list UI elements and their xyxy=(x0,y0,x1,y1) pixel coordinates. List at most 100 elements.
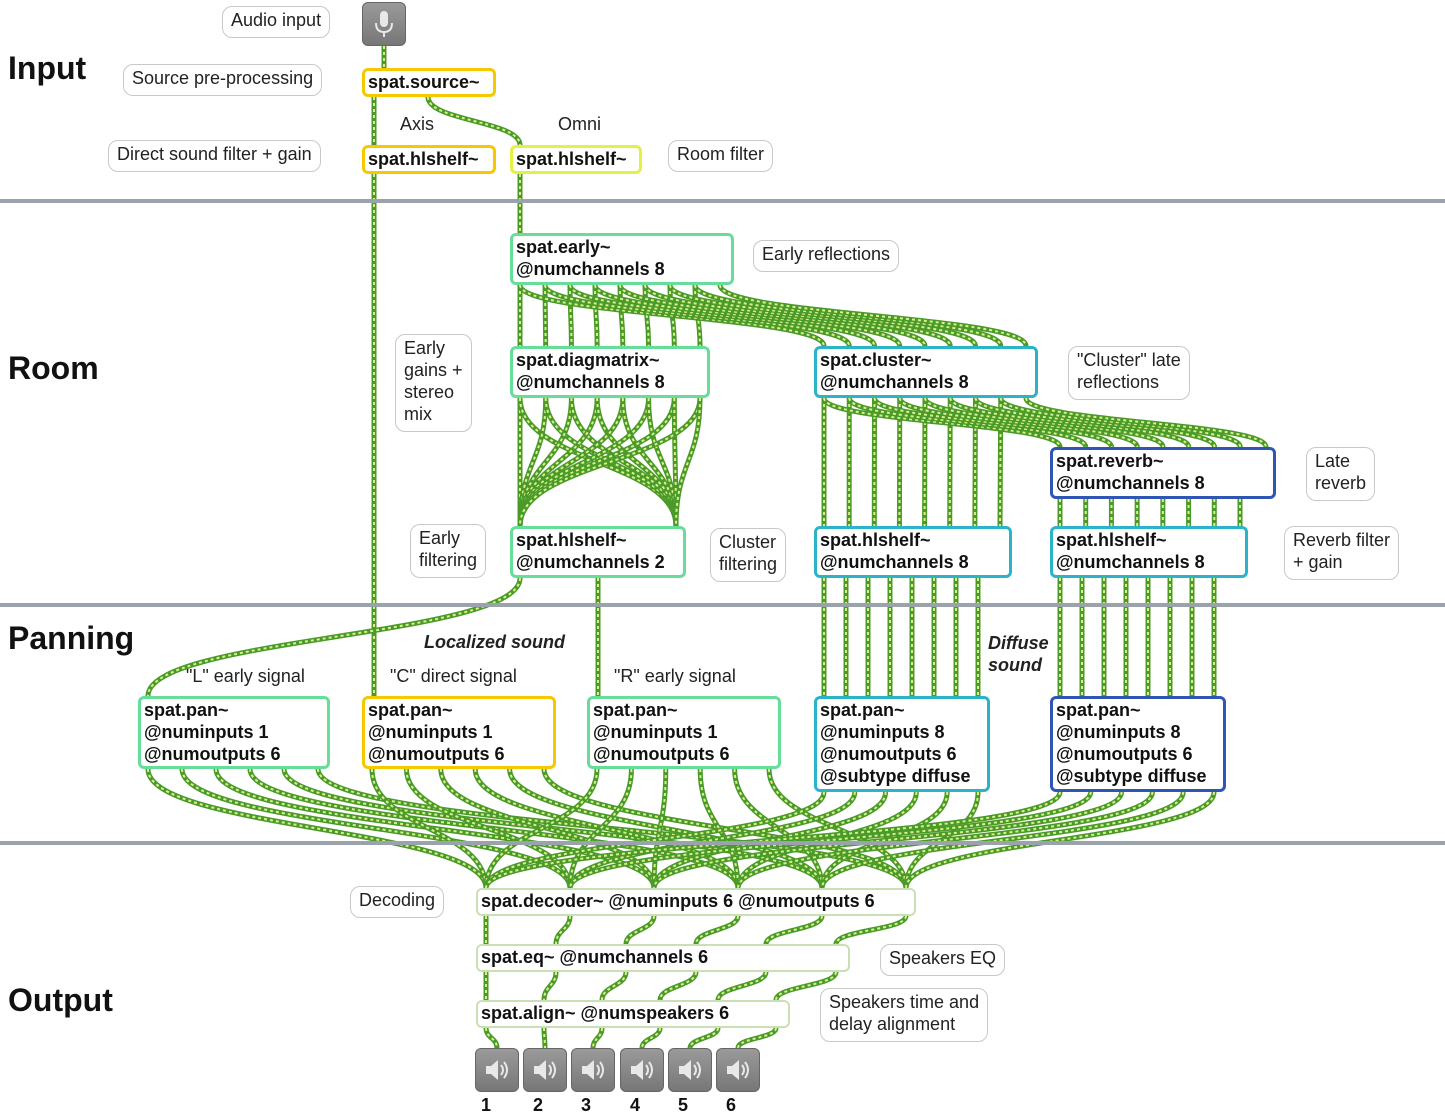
spat-hlshelf-early-object[interactable]: spat.hlshelf~@numchannels 2 xyxy=(510,526,686,578)
patch-cable-pattern xyxy=(519,397,573,527)
audio-input-button[interactable] xyxy=(362,2,406,46)
patch-cable-pattern xyxy=(570,397,677,527)
speaker-number: 4 xyxy=(630,1095,641,1115)
patch-cable xyxy=(651,768,669,889)
patch-cable-pattern xyxy=(999,397,1242,448)
patch-cable xyxy=(599,971,629,1001)
patch-cable xyxy=(947,397,953,527)
patch-cable-pattern xyxy=(543,971,557,1001)
patch-cable xyxy=(542,284,549,347)
patch-cable-pattern xyxy=(519,397,624,527)
spat-early-object[interactable]: spat.early~@numchannels 8 xyxy=(510,233,734,285)
spat-pan-reverb-object[interactable]: spat.pan~@numinputs 8@numoutputs 6@subty… xyxy=(1050,696,1226,792)
patch-cable-pattern xyxy=(653,791,887,889)
patch-cable-pattern xyxy=(695,915,739,945)
spat-pan-r-object[interactable]: spat.pan~@numinputs 1@numoutputs 6 xyxy=(587,696,781,769)
spat-cluster-object[interactable]: spat.cluster~@numchannels 8 xyxy=(814,346,1038,398)
patch-cable xyxy=(667,283,978,348)
spat-reverb-object[interactable]: spat.reverb~@numchannels 8 xyxy=(1050,447,1276,499)
patch-cable-pattern xyxy=(371,768,487,889)
comment-source-preprocessing: Source pre-processing xyxy=(123,64,323,96)
speaker-button-1[interactable] xyxy=(475,1048,519,1092)
patch-cable xyxy=(592,284,600,347)
patch-cable-pattern xyxy=(673,397,677,527)
patch-cable xyxy=(947,396,1192,449)
patch-cable xyxy=(483,768,600,889)
patch-cable xyxy=(651,791,889,889)
patch-cable-pattern xyxy=(592,1027,603,1049)
spat-hlshelf-reverb-object[interactable]: spat.hlshelf~@numchannels 8 xyxy=(1050,526,1248,578)
patch-cable-pattern xyxy=(405,768,571,889)
patch-cable xyxy=(541,1027,548,1049)
speaker-icon xyxy=(727,1060,749,1080)
patch-cable-pattern xyxy=(737,791,1154,889)
patch-cable xyxy=(553,915,573,945)
patch-cable xyxy=(651,791,1125,889)
patch-cable xyxy=(517,283,827,348)
patch-cable xyxy=(543,397,679,527)
spat-pan-l-object[interactable]: spat.pan~@numinputs 1@numoutputs 6 xyxy=(138,696,330,769)
patch-cable-pattern xyxy=(675,397,701,527)
spat-hlshelf-axis-object[interactable]: spat.hlshelf~ xyxy=(362,145,496,174)
patch-cable xyxy=(687,1027,721,1049)
patch-cable xyxy=(1023,396,1269,449)
speaker-button-3[interactable] xyxy=(571,1048,615,1092)
patch-cable-pattern xyxy=(647,397,677,527)
patch-cable-pattern xyxy=(823,397,1061,448)
patch-cable xyxy=(646,397,679,527)
speaker-number: 5 xyxy=(678,1095,689,1115)
patch-cable-pattern xyxy=(924,397,1164,448)
section-title-room: Room xyxy=(8,350,99,386)
patch-cable xyxy=(517,397,574,527)
spat-decoder-object[interactable]: spat.decoder~ @numinputs 6 @numoutputs 6 xyxy=(476,888,916,916)
patch-cable-pattern xyxy=(519,397,599,527)
patch-cable-pattern xyxy=(485,791,825,889)
label-c-direct-signal: "C" direct signal xyxy=(390,666,517,686)
section-separator xyxy=(0,603,1445,607)
spat-hlshelf-omni-object[interactable]: spat.hlshelf~ xyxy=(510,145,642,174)
patch-cable-pattern xyxy=(1025,397,1267,448)
patch-cable xyxy=(517,397,679,527)
patch-cable-pattern xyxy=(519,397,676,527)
patch-cable xyxy=(735,1026,779,1050)
patch-cable-pattern xyxy=(485,791,1061,889)
patch-cable xyxy=(617,283,928,348)
speaker-button-4[interactable] xyxy=(620,1048,664,1092)
patch-cable xyxy=(568,397,679,527)
microphone-icon xyxy=(375,11,393,37)
patch-cable-pattern xyxy=(669,284,676,347)
patch-cable xyxy=(897,396,1140,449)
label-localized-sound: Localized sound xyxy=(424,632,566,652)
patch-cable xyxy=(833,914,909,946)
spat-pan-c-object[interactable]: spat.pan~@numinputs 1@numoutputs 6 xyxy=(362,696,556,769)
section-title-panning: Panning xyxy=(8,620,135,656)
speaker-button-5[interactable] xyxy=(668,1048,712,1092)
patch-cable-pattern xyxy=(848,397,1087,448)
patch-cable-pattern xyxy=(519,284,825,347)
patch-cable-pattern xyxy=(508,768,823,889)
patch-cable-pattern xyxy=(653,768,667,889)
patch-cable xyxy=(717,283,1029,348)
spat-hlshelf-cluster-object[interactable]: spat.hlshelf~@numchannels 8 xyxy=(814,526,1012,578)
speaker-button-6[interactable] xyxy=(716,1048,760,1092)
spat-eq-object[interactable]: spat.eq~ @numchannels 6 xyxy=(476,944,850,972)
patch-cable xyxy=(657,971,699,1001)
patch-cable xyxy=(483,1027,500,1049)
speaker-button-2[interactable] xyxy=(523,1048,567,1092)
patch-cable-pattern xyxy=(601,971,627,1001)
spat-source-object[interactable]: spat.source~ xyxy=(362,68,496,97)
patch-cable xyxy=(483,791,1063,889)
spat-pan-cluster-object[interactable]: spat.pan~@numinputs 8@numoutputs 6@subty… xyxy=(814,696,990,792)
patch-cable-pattern xyxy=(669,284,977,347)
speaker-number: 6 xyxy=(726,1095,737,1115)
patch-cable-pattern xyxy=(519,397,677,527)
patch-cable-pattern xyxy=(147,768,487,889)
patch-cable xyxy=(973,396,1217,449)
patch-cable-pattern xyxy=(719,284,1027,347)
spat-diagmatrix-object[interactable]: spat.diagmatrix~@numchannels 8 xyxy=(510,346,710,398)
patch-cable xyxy=(693,915,741,945)
spat-align-object[interactable]: spat.align~ @numspeakers 6 xyxy=(476,1000,790,1028)
